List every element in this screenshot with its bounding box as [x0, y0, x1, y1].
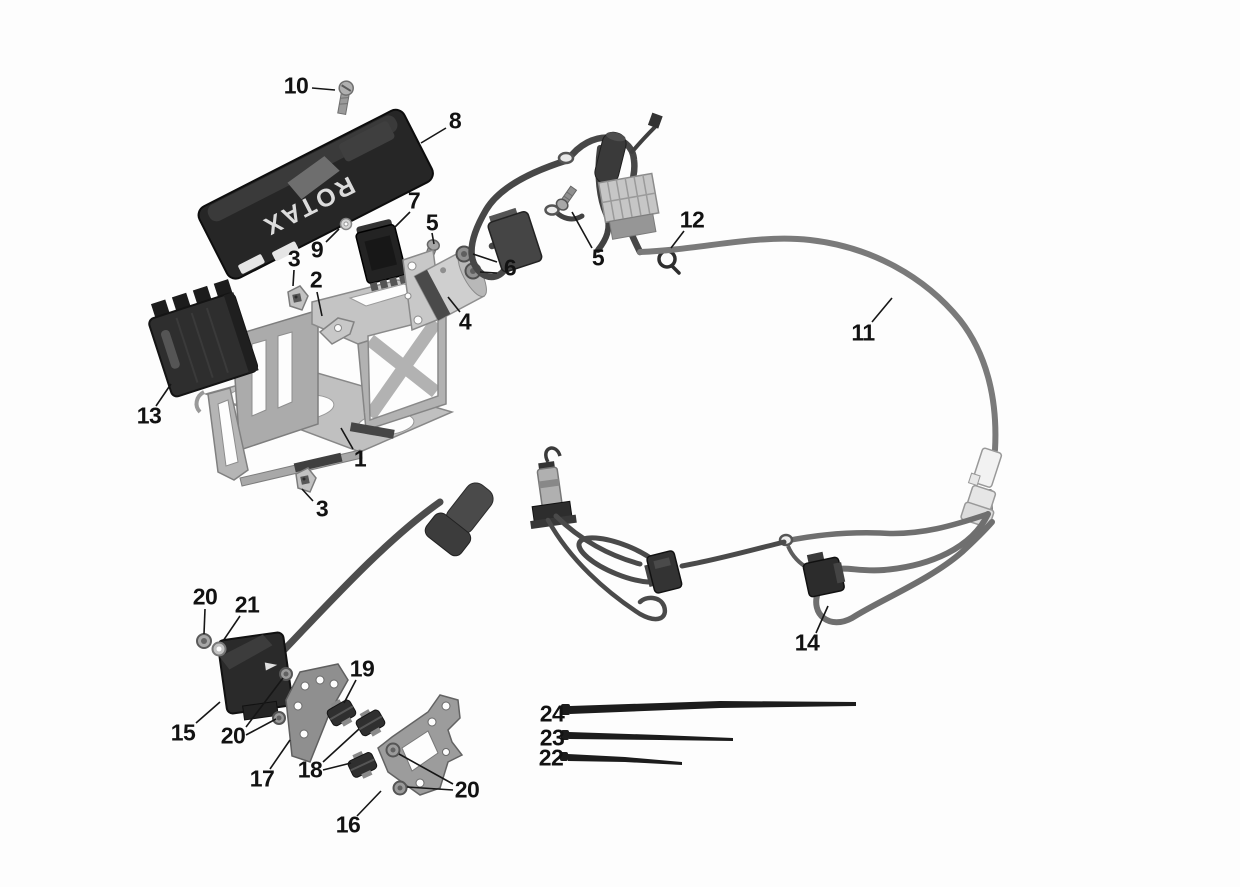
- callout-6: 6: [503, 254, 517, 281]
- cable-tie-24: [570, 701, 856, 714]
- leader-line-11: [871, 297, 893, 323]
- callout-19: 19: [349, 655, 375, 682]
- callout-13: 13: [136, 402, 162, 429]
- callout-24: 24: [539, 700, 565, 727]
- callout-15: 15: [170, 719, 196, 746]
- leader-line-10: [311, 87, 336, 91]
- leader-line-20: [245, 677, 284, 728]
- part-11-starter-cable: [637, 235, 999, 515]
- leader-line-20: [245, 718, 277, 736]
- cable-tie-23: [569, 732, 733, 741]
- leader-line-5: [431, 232, 435, 245]
- callout-23: 23: [539, 724, 565, 751]
- callout-5: 5: [425, 209, 439, 236]
- leader-line-18: [322, 728, 360, 763]
- leader-line-20: [398, 753, 454, 785]
- leader-line-6: [472, 253, 498, 263]
- callout-10: 10: [283, 72, 309, 99]
- leader-line-7: [393, 211, 411, 229]
- leader-line-5: [571, 211, 593, 249]
- callout-11: 11: [851, 319, 875, 346]
- part-9-washer: [339, 217, 353, 231]
- part-18-damper-a: [355, 709, 386, 737]
- callout-16: 16: [335, 811, 361, 838]
- part-12-clamp: [657, 249, 681, 275]
- callout-2: 2: [309, 266, 323, 293]
- ring-terminal: [544, 204, 560, 216]
- leader-line-20: [406, 786, 454, 791]
- callout-14: 14: [794, 629, 820, 656]
- cable-ties: [560, 701, 856, 765]
- part-17-bracket: [285, 663, 349, 763]
- leader-line-15: [195, 701, 221, 724]
- part-4-starter-solenoid: [402, 249, 487, 332]
- part-5-bolt-b: [555, 185, 578, 211]
- callout-9: 9: [310, 236, 324, 263]
- main-harness: [468, 112, 663, 281]
- part-2-bracket: [318, 317, 355, 345]
- leader-line-20: [203, 608, 206, 635]
- leader-line-18: [322, 762, 352, 771]
- part-7-relay: [355, 219, 407, 292]
- callout-22: 22: [538, 744, 564, 771]
- callout-3: 3: [315, 495, 329, 522]
- callout-20: 20: [220, 722, 246, 749]
- cable-tie-22: [568, 754, 682, 765]
- part-20-nuts-b: [272, 667, 293, 725]
- cable-tie-23-head: [561, 730, 569, 740]
- leader-line-14: [815, 605, 829, 634]
- inline-connectors: [960, 447, 1003, 528]
- callout-17: 17: [249, 765, 275, 792]
- part-14-battery-cable: [778, 511, 995, 626]
- cable-tie-22-head: [560, 752, 568, 761]
- callout-18: 18: [297, 756, 323, 783]
- leader-line-2: [316, 291, 323, 317]
- callout-8: 8: [448, 107, 462, 134]
- callout-20: 20: [192, 583, 218, 610]
- part-16-bracket: [377, 694, 464, 796]
- callout-12: 12: [679, 206, 705, 233]
- part-3-clip-a: [287, 285, 309, 311]
- callout-5: 5: [591, 244, 605, 271]
- leader-line-3: [301, 488, 314, 502]
- leader-line-6: [479, 271, 498, 274]
- part-18-damper-b: [347, 751, 378, 779]
- callout-21: 21: [234, 591, 260, 618]
- part-10-screw: [337, 80, 354, 115]
- cable-tie-24-head: [561, 704, 570, 715]
- ring-terminal: [557, 151, 575, 165]
- leader-lines: [155, 87, 893, 817]
- part-13-electronic-box: [148, 279, 259, 398]
- callout-4: 4: [458, 308, 472, 335]
- leader-line-12: [670, 230, 685, 249]
- leader-line-4: [447, 296, 461, 313]
- secondary-harness: [424, 446, 787, 622]
- part-21-washer: [211, 641, 227, 657]
- leader-line-17: [269, 739, 291, 770]
- leader-line-1: [340, 427, 354, 450]
- leader-line-8: [420, 127, 447, 144]
- callout-20: 20: [454, 776, 480, 803]
- leader-line-21: [222, 615, 241, 642]
- callout-3: 3: [287, 245, 301, 272]
- part-20-nut-a: [196, 633, 212, 649]
- callout-7: 7: [407, 187, 421, 214]
- part-19-damper: [326, 699, 357, 727]
- leader-line-3: [292, 269, 295, 287]
- leader-line-13: [155, 383, 172, 407]
- leader-line-16: [356, 790, 382, 817]
- leader-line-9: [325, 228, 340, 243]
- leader-line-19: [343, 679, 357, 704]
- callout-1: 1: [353, 445, 367, 472]
- part-3-clip-b: [295, 467, 317, 493]
- part-15-ignition-coil: [217, 498, 444, 721]
